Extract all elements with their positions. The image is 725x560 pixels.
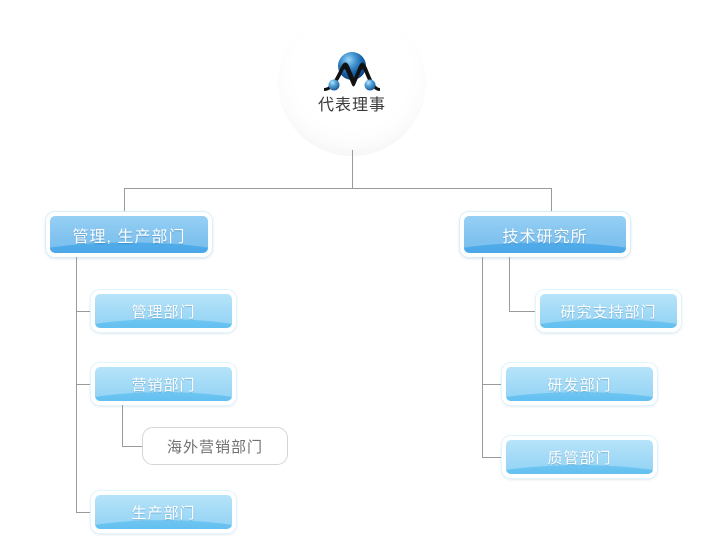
connector-left-stub-production xyxy=(76,512,91,513)
connector-root-stem xyxy=(352,150,353,188)
node-label: 技术研究所 xyxy=(502,228,588,246)
node-rnd-dept[interactable]: 研发部门 xyxy=(502,363,657,405)
connector-left-stub-marketing xyxy=(76,384,91,385)
company-logo xyxy=(324,52,380,91)
node-label: 管理部门 xyxy=(131,303,196,321)
node-label: 质管部门 xyxy=(547,449,612,467)
connector-left-stub-management xyxy=(76,311,91,312)
node-label: 研究支持部门 xyxy=(560,303,657,321)
node-research-support-dept[interactable]: 研究支持部门 xyxy=(536,290,681,332)
connector-right-spine-inner xyxy=(509,257,510,311)
node-label: 生产部门 xyxy=(131,504,196,522)
node-marketing-dept[interactable]: 营销部门 xyxy=(91,363,236,405)
connector-root-bus xyxy=(124,188,552,189)
node-label: 代表理事 xyxy=(317,97,386,114)
node-overseas-marketing-dept[interactable]: 海外营销部门 xyxy=(142,427,288,465)
node-label: 海外营销部门 xyxy=(166,438,263,456)
connector-marketing-spine xyxy=(122,405,123,446)
connector-right-spine-outer xyxy=(482,257,483,457)
node-technology-research-institute[interactable]: 技术研究所 xyxy=(460,212,630,257)
node-label: 营销部门 xyxy=(131,376,196,394)
connector-right-stub-quality xyxy=(482,457,502,458)
node-production-dept[interactable]: 生产部门 xyxy=(91,491,236,533)
connector-right-stub-research-support xyxy=(509,311,536,312)
connector-marketing-stub-overseas xyxy=(122,446,142,447)
node-management-dept[interactable]: 管理部门 xyxy=(91,290,236,332)
node-label: 管理, 生产部门 xyxy=(72,228,186,246)
node-label: 研发部门 xyxy=(547,376,612,394)
node-management-production[interactable]: 管理, 生产部门 xyxy=(46,212,212,257)
connector-root-to-branch-right xyxy=(551,188,552,214)
connector-right-stub-rnd xyxy=(482,384,502,385)
connector-root-to-branch-left xyxy=(124,188,125,214)
node-quality-control-dept[interactable]: 质管部门 xyxy=(502,436,657,478)
node-representative-director[interactable]: 代表理事 xyxy=(278,8,426,156)
